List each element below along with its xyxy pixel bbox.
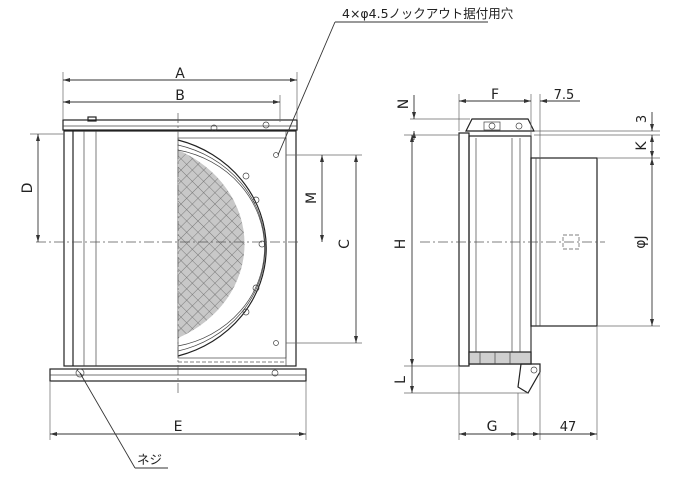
dim-label-B: B	[175, 88, 185, 104]
dim-label-G: G	[487, 419, 498, 435]
side-top-bracket	[465, 118, 535, 132]
side-dimensions: N F 7.5 3 K φJ	[393, 87, 660, 440]
dim-label-47: 47	[560, 420, 577, 435]
dim-label-3: 3	[635, 115, 650, 123]
note-knockout-holes: 4×φ4.5ノックアウト据付用穴	[342, 6, 514, 21]
dim-label-L: L	[393, 376, 409, 384]
dim-label-F: F	[491, 87, 499, 103]
knockout-hole-bottom	[273, 340, 279, 346]
front-filter-mesh	[178, 150, 245, 338]
dim-label-J: φJ	[633, 235, 649, 248]
dim-label-D: D	[20, 183, 36, 194]
dim-label-N: N	[396, 99, 412, 109]
dim-label-A: A	[175, 66, 185, 82]
dim-label-H: H	[393, 239, 409, 250]
screw-icon	[75, 368, 85, 378]
knockout-hole-top	[273, 152, 279, 158]
dim-label-C: C	[337, 239, 353, 249]
front-top-plate	[62, 119, 298, 131]
dim-label-M: M	[304, 192, 320, 204]
side-bottom-hook	[517, 363, 541, 394]
side-view	[420, 118, 605, 394]
front-view	[36, 113, 307, 395]
dim-label-K: K	[634, 141, 650, 151]
dim-label-E: E	[174, 419, 183, 435]
front-fan-arc	[177, 139, 267, 357]
dim-label-7-5: 7.5	[554, 88, 575, 103]
side-wall	[458, 132, 470, 367]
front-dimensions: A B D M C E 4×φ4.5ノッ	[20, 6, 514, 469]
front-housing	[63, 130, 297, 367]
note-screw: ネジ	[137, 452, 162, 467]
side-body	[468, 135, 532, 365]
